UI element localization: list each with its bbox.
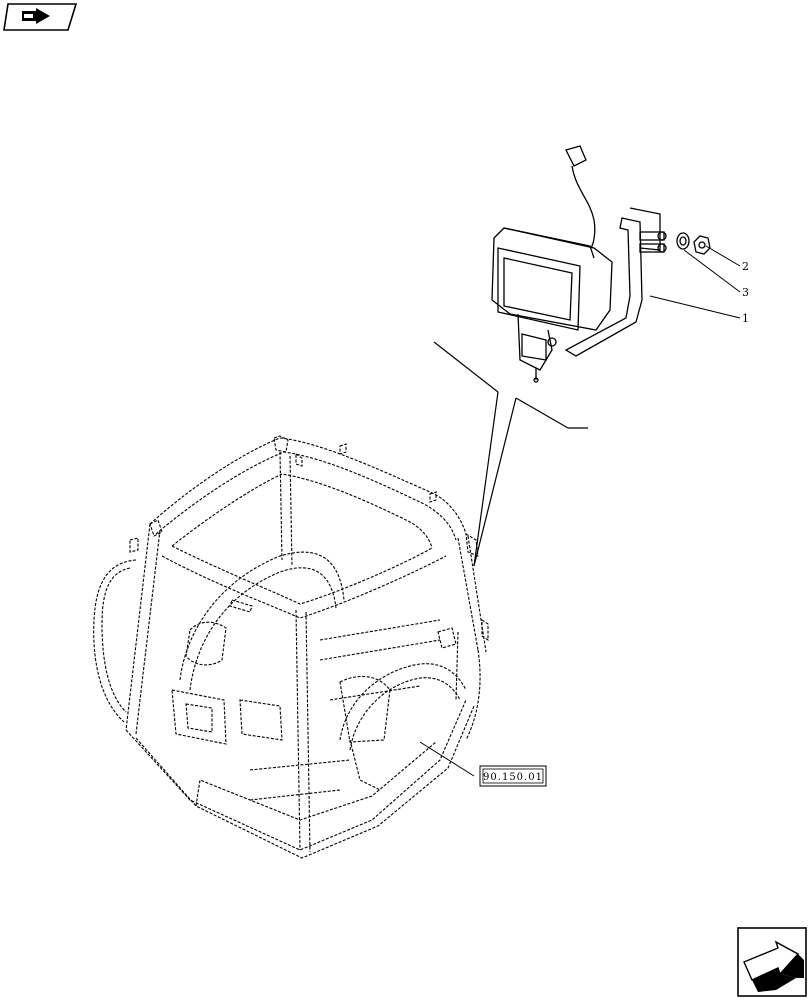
- back-arrow-icon[interactable]: [3, 3, 78, 31]
- callout-2: 2: [742, 260, 749, 273]
- work-lamp-assembly: [491, 145, 711, 383]
- location-indicator-lines: [433, 341, 588, 567]
- reference-leader: [419, 741, 475, 777]
- leader-lines: [649, 245, 741, 319]
- callout-1: 1: [742, 312, 749, 325]
- callout-3: 3: [742, 286, 749, 299]
- cab-frame: [93, 435, 489, 859]
- reference-label: 90.150.01: [483, 772, 543, 783]
- reference-box[interactable]: 90.150.01: [479, 765, 547, 787]
- next-page-arrow-icon[interactable]: [737, 927, 807, 997]
